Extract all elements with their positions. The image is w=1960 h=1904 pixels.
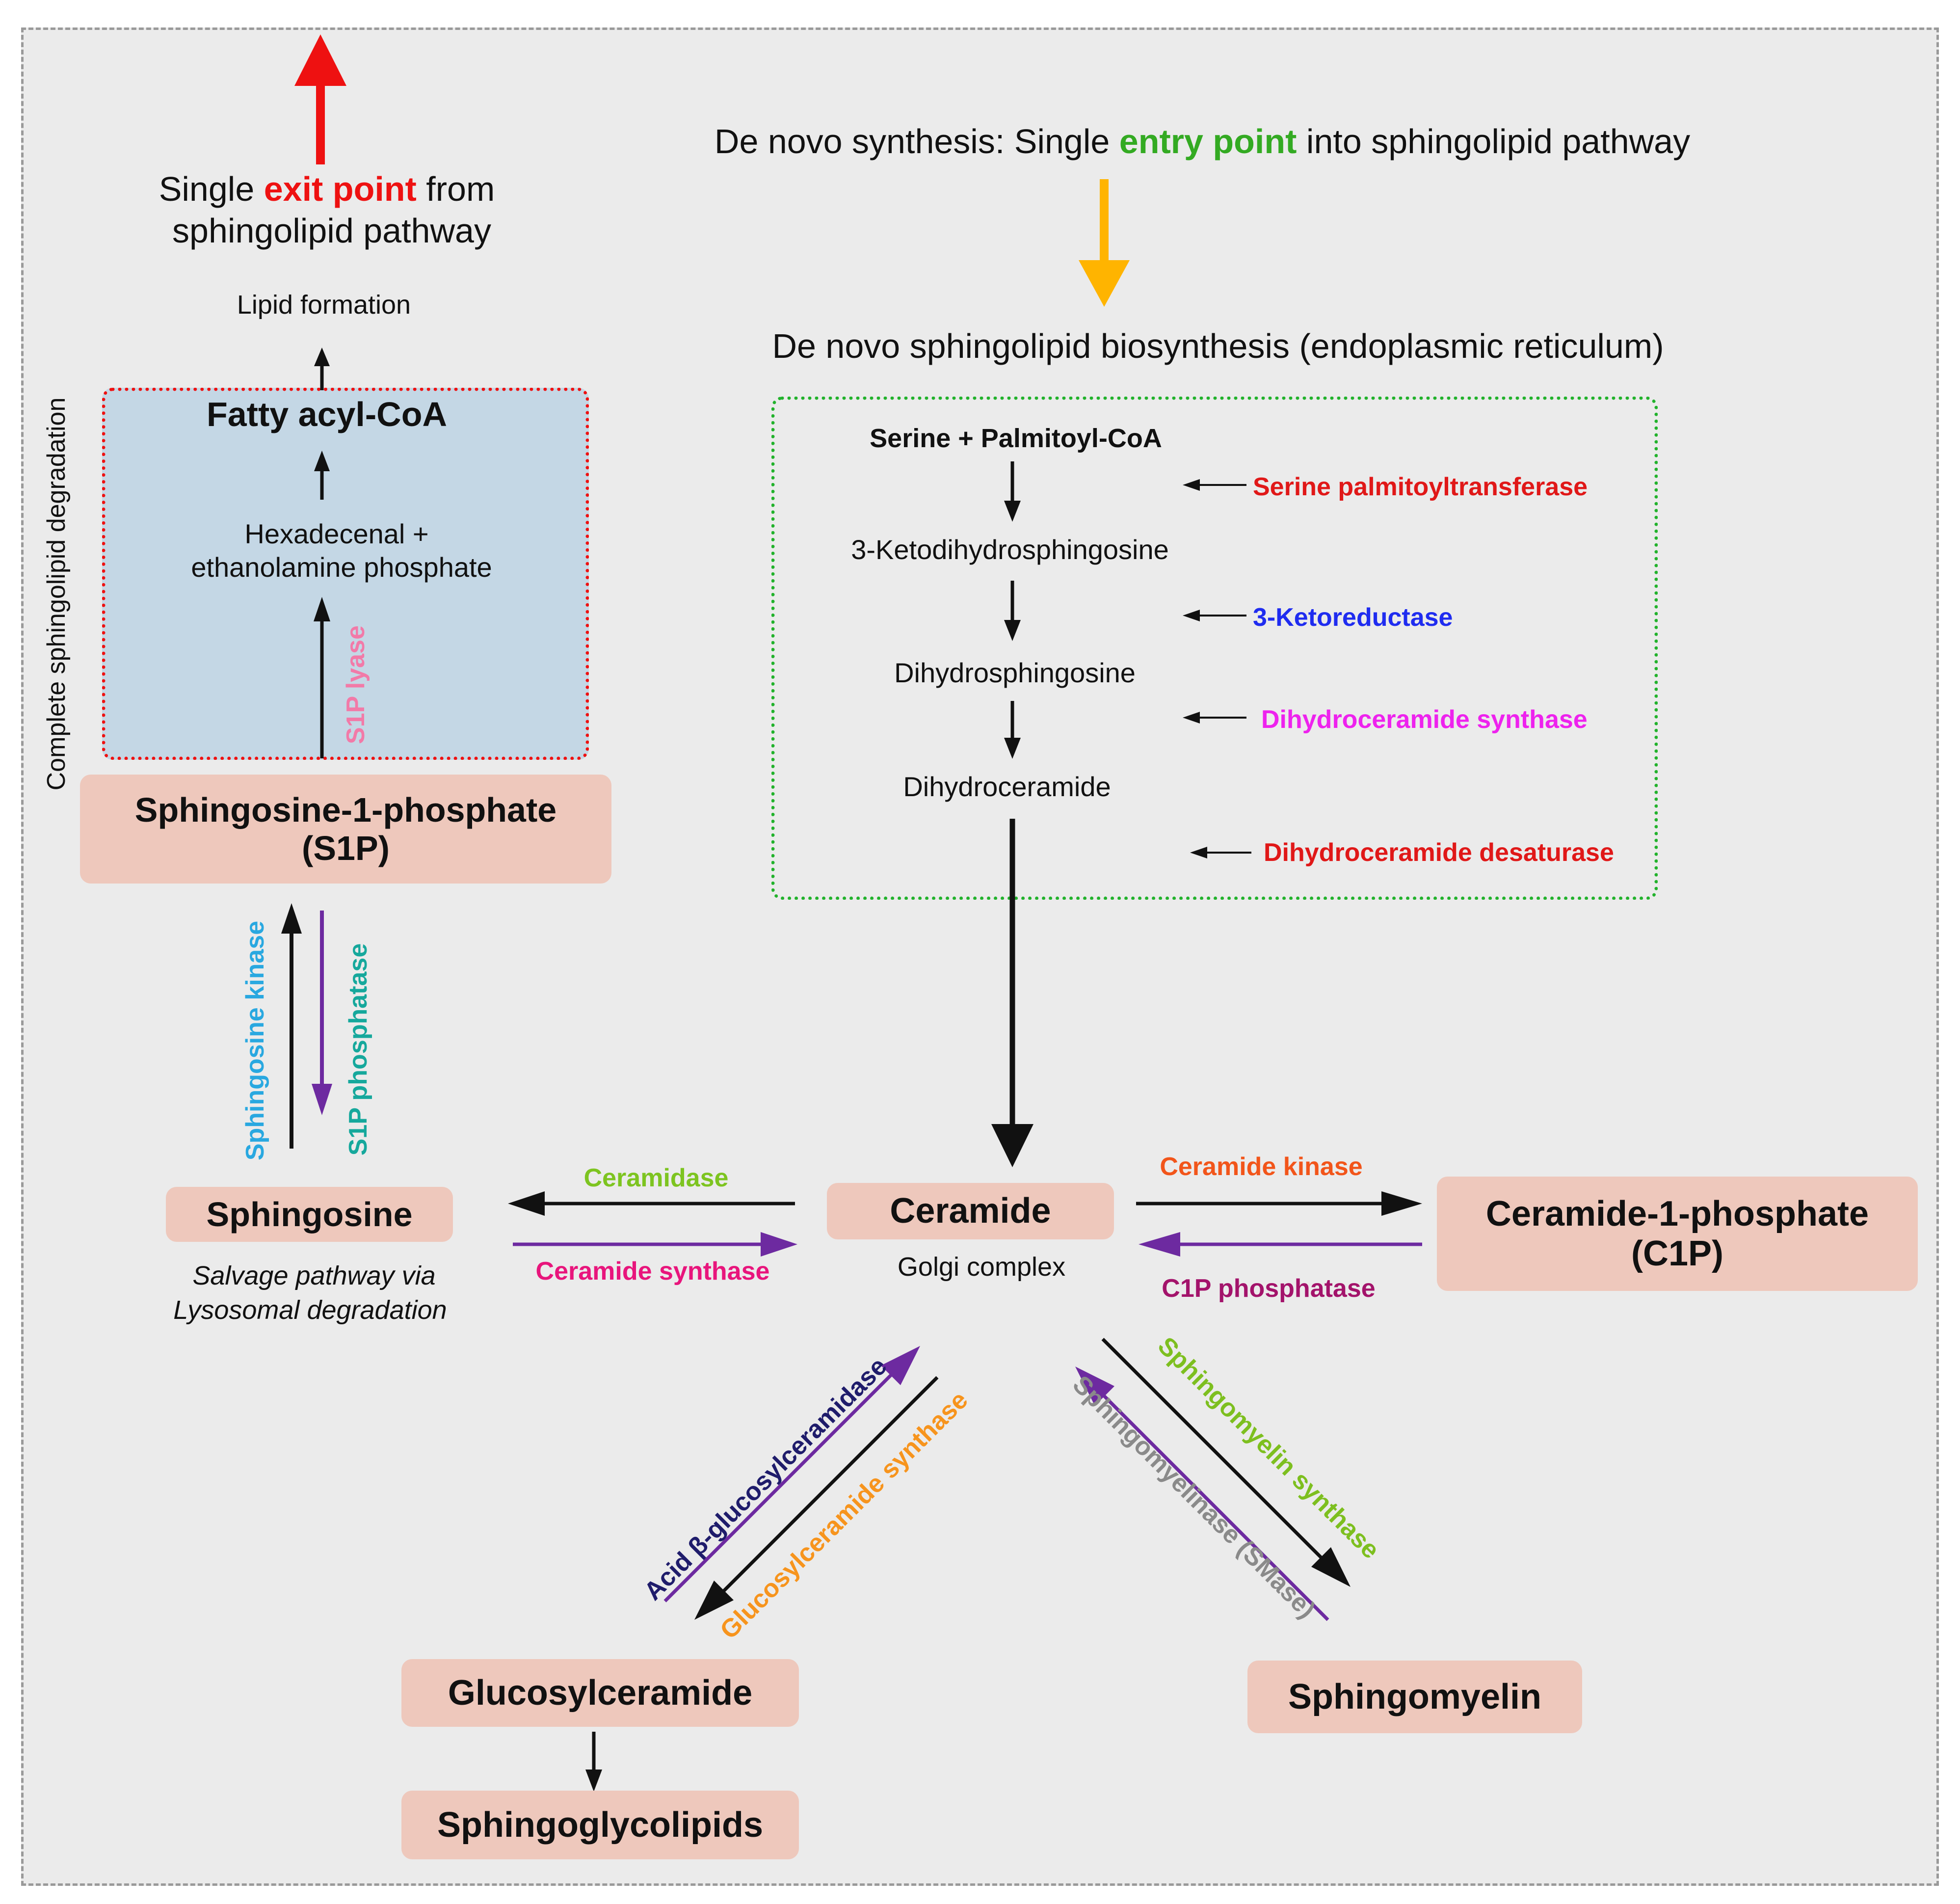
dihydroceramide-to-ceramide-arrow: [991, 819, 1033, 1167]
entry-suffix: into sphingolipid pathway: [1297, 122, 1691, 161]
glucosylceramide-to-sphingoglycolipids-arrow: [585, 1732, 602, 1792]
denovo-step-arrow-1: [1004, 461, 1021, 522]
lipid-formation-label: Lipid formation: [237, 290, 411, 320]
degradation-box: [102, 388, 589, 760]
enzyme-sphingosine-kinase: Sphingosine kinase: [241, 920, 269, 1161]
s1p-phosphatase-arrow: [312, 911, 332, 1115]
sphingoglycolipids-label: Sphingoglycolipids: [437, 1805, 763, 1845]
s1p-label-line1: Sphingosine-1-phosphate: [134, 790, 557, 829]
ceramide-kinase-arrow: [1136, 1191, 1422, 1216]
salvage-pathway-label-line2: Lysosomal degradation: [173, 1295, 447, 1325]
salvage-pathway-label-line1: Salvage pathway via: [192, 1261, 436, 1290]
step-ketodihydrosphingosine: 3-Ketodihydrosphingosine: [851, 534, 1169, 565]
entry-arrow: [1079, 179, 1130, 307]
diagram-frame: [21, 27, 1939, 1886]
node-ceramide: Ceramide: [827, 1183, 1114, 1239]
ceramide-label: Ceramide: [890, 1191, 1051, 1231]
enzyme-3-ketoreductase: 3-Ketoreductase: [1253, 603, 1453, 632]
c1p-phosphatase-arrow: [1139, 1232, 1422, 1257]
glucosylceramide-synthase-arrow: [694, 1376, 939, 1620]
enzyme-c1p-phosphatase: C1P phosphatase: [1162, 1274, 1376, 1303]
dh-synthase-pointer: [1183, 712, 1246, 724]
spt-pointer: [1183, 479, 1246, 491]
exit-suffix: from: [416, 170, 495, 208]
ceramide-synthase-arrow: [513, 1232, 797, 1257]
er-box: [771, 397, 1658, 900]
denovo-step-arrow-2: [1004, 581, 1021, 641]
fatty-acyl-coa-label: Fatty acyl-CoA: [206, 395, 448, 433]
lipid-formation-arrow: [314, 348, 330, 390]
enzyme-dihydroceramide-synthase: Dihydroceramide synthase: [1261, 705, 1588, 734]
fatty-acyl-arrow: [314, 451, 330, 500]
ceramidase-arrow: [508, 1191, 795, 1216]
sphingosine-label: Sphingosine: [206, 1195, 413, 1234]
enzyme-ceramide-synthase: Ceramide synthase: [535, 1257, 770, 1286]
s1p-lyase-arrow: [314, 597, 330, 758]
s1p-lyase-label: S1P lyase: [342, 625, 370, 744]
exit-prefix: Single: [159, 170, 264, 208]
sphingosine-kinase-arrow: [281, 903, 302, 1149]
er-title: De novo sphingolipid biosynthesis (endop…: [772, 327, 1664, 365]
enzyme-ceramide-kinase: Ceramide kinase: [1160, 1153, 1363, 1181]
exit-highlight: exit point: [264, 170, 417, 208]
ethanolamine-phosphate-label: ethanolamine phosphate: [191, 552, 492, 583]
enzyme-serine-palmitoyltransferase: Serine palmitoyltransferase: [1253, 473, 1588, 501]
node-sphingosine: Sphingosine: [166, 1187, 453, 1242]
sphingomyelin-label: Sphingomyelin: [1288, 1677, 1542, 1716]
sphingomyelin-synthase-arrow: [1101, 1338, 1351, 1587]
exit-point-label-line2: sphingolipid pathway: [172, 212, 491, 250]
node-sphingomyelin: Sphingomyelin: [1247, 1661, 1582, 1733]
exit-point-label: Single exit point from: [159, 169, 495, 209]
c1p-label-line2: (C1P): [1631, 1234, 1723, 1273]
glucosylceramide-label: Glucosylceramide: [448, 1673, 753, 1713]
degradation-side-label: Complete sphingolipid degradation: [42, 397, 71, 791]
node-s1p: Sphingosine-1-phosphate (S1P): [80, 775, 611, 884]
sphingomyelinase-arrow: [1075, 1367, 1329, 1621]
enzyme-dihydroceramide-desaturase: Dihydroceramide desaturase: [1264, 838, 1614, 867]
ketoreductase-pointer: [1183, 610, 1246, 621]
enzyme-s1p-phosphatase: S1P phosphatase: [344, 943, 372, 1156]
c1p-label-line1: Ceramide-1-phosphate: [1485, 1194, 1869, 1234]
s1p-label-line2: (S1P): [302, 829, 390, 867]
denovo-step-arrow-3: [1004, 701, 1021, 759]
enzyme-ceramidase: Ceramidase: [583, 1164, 729, 1192]
step-dihydrosphingosine: Dihydrosphingosine: [894, 657, 1136, 688]
node-c1p: Ceramide-1-phosphate (C1P): [1437, 1177, 1918, 1291]
step-dihydroceramide: Dihydroceramide: [903, 771, 1111, 802]
golgi-complex-label: Golgi complex: [897, 1252, 1066, 1282]
entry-prefix: De novo synthesis: Single: [714, 122, 1119, 161]
hexadecenal-label: Hexadecenal +: [244, 518, 429, 549]
dh-desaturase-pointer: [1190, 847, 1251, 858]
node-sphingoglycolipids: Sphingoglycolipids: [401, 1791, 799, 1859]
exit-arrow: [294, 34, 346, 164]
acid-glucosylceramidase-arrow: [663, 1346, 920, 1603]
node-glucosylceramide: Glucosylceramide: [401, 1659, 799, 1727]
entry-point-label: De novo synthesis: Single entry point in…: [715, 122, 1690, 161]
entry-highlight: entry point: [1119, 122, 1297, 161]
step-serine-palmitoyl-coa: Serine + Palmitoyl-CoA: [870, 424, 1162, 453]
